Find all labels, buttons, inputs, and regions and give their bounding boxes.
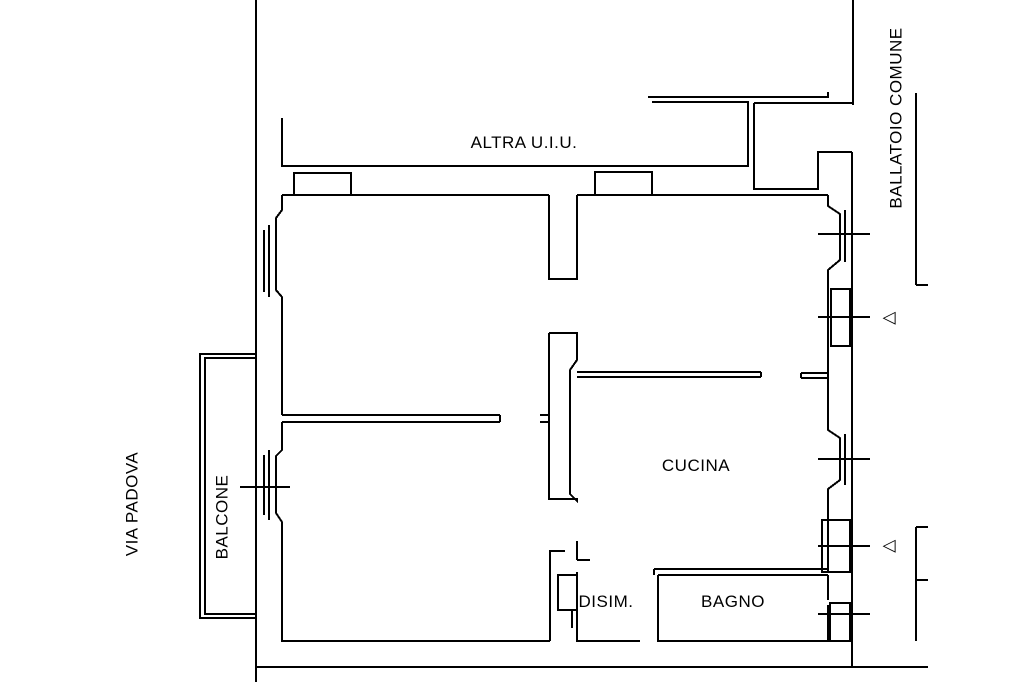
label-altra-uiu: ALTRA U.I.U. <box>471 133 578 152</box>
label-cucina: CUCINA <box>662 456 730 475</box>
top-window-boxes <box>293 171 653 196</box>
right-windows <box>818 233 870 642</box>
label-balcone: BALCONE <box>213 475 232 560</box>
ballatoio-lines <box>915 93 928 641</box>
label-ballatoio-comune: BALLATOIO COMUNE <box>887 27 906 208</box>
outer-lines <box>255 0 928 682</box>
level-marker-upper: △ <box>879 311 898 325</box>
balcone-outline <box>199 353 290 619</box>
label-via-padova: VIA PADOVA <box>123 452 142 557</box>
altra-uiu-walls <box>281 92 852 190</box>
label-disim: DISIM. <box>579 592 634 611</box>
apartment-perimeter <box>263 152 853 667</box>
label-bagno: BAGNO <box>701 592 765 611</box>
level-marker-lower: △ <box>879 539 898 553</box>
internal-walls <box>282 332 829 642</box>
